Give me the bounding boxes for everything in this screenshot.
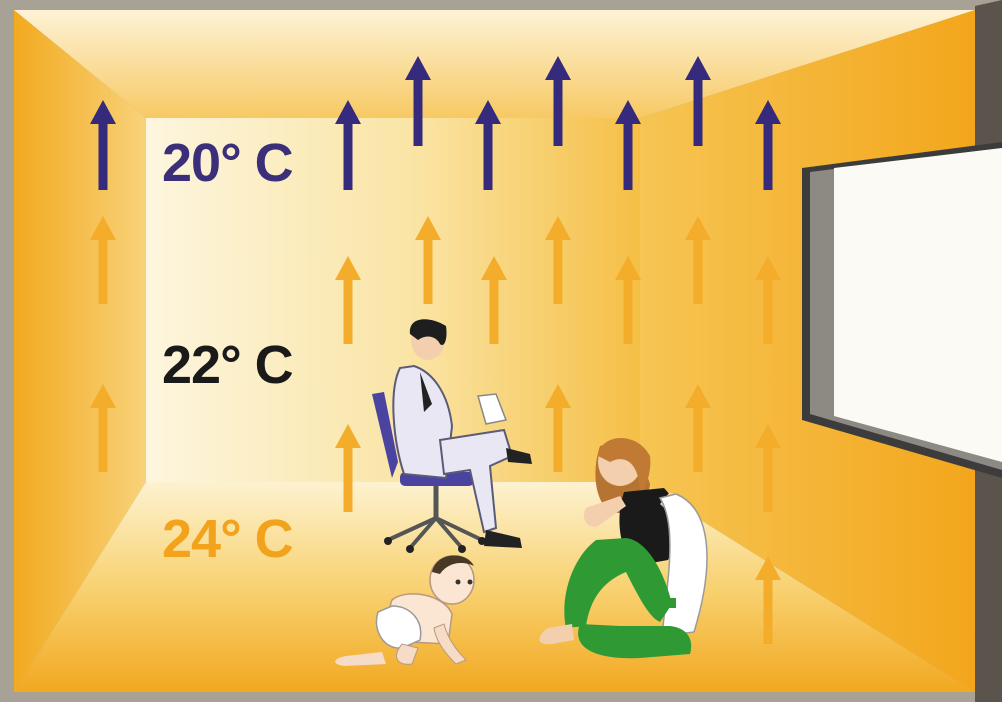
window [802, 142, 1002, 478]
temperature-label-middle: 22° C [162, 338, 293, 392]
temperature-label-top: 20° C [162, 136, 293, 190]
temperature-label-bottom: 24° C [162, 512, 293, 566]
